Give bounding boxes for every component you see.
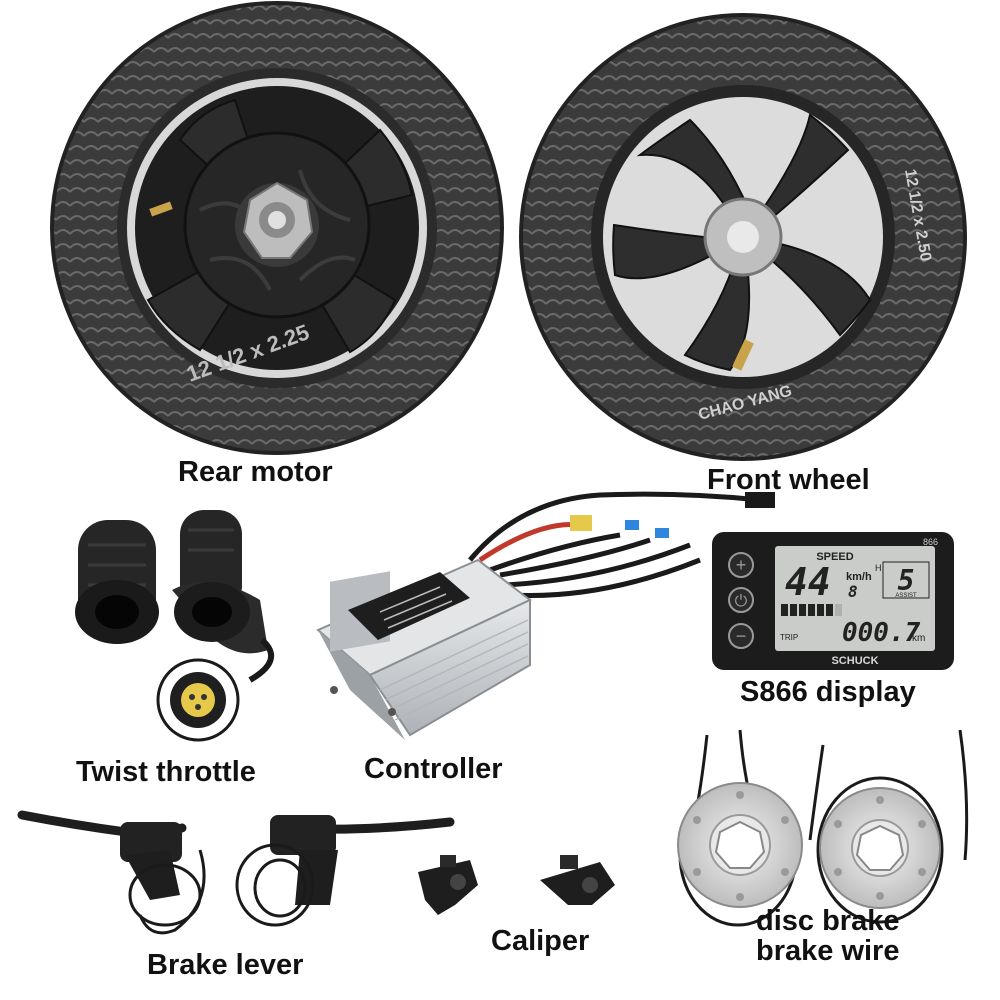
brake-lever-label: Brake lever: [147, 949, 304, 981]
battery-bar: [817, 604, 824, 616]
assist-label: ASSIST: [895, 593, 917, 599]
brake-wire-text: brake wire: [756, 934, 900, 967]
trip-unit: km: [912, 633, 925, 644]
display-brand: SCHUCK: [831, 655, 878, 667]
disc-brake-text: disc brake: [756, 905, 900, 937]
display-label: S866 display: [740, 676, 916, 708]
controller-label: Controller: [364, 753, 503, 785]
battery-bar: [799, 604, 806, 616]
brake-levers: [17, 810, 455, 935]
calipers: [418, 855, 615, 915]
battery-bar: [826, 604, 833, 616]
battery-indicator: [781, 604, 842, 616]
rear-motor-wheel: 12 1/2 x 2.25: [50, 1, 504, 455]
trip-label: TRIP: [780, 633, 798, 642]
s866-display: + ⏻ − 866 SPEED 44 km/h 8 H 5 ASSIST TRI…: [712, 532, 954, 670]
power-icon: ⏻: [735, 593, 748, 610]
trip-value: 000.7: [842, 618, 921, 648]
speed-unit: km/h: [846, 571, 872, 583]
minus-icon: −: [736, 626, 747, 646]
disc-brake-label: disc brake brake wire: [756, 905, 900, 967]
assist-level: 5: [898, 564, 915, 597]
plus-icon: +: [736, 555, 747, 575]
battery-bar: [790, 604, 797, 616]
display-buttons: + ⏻ −: [728, 552, 754, 649]
twist-throttle-label: Twist throttle: [76, 756, 256, 788]
disc-brakes: [677, 729, 969, 927]
speed-title: SPEED: [816, 551, 853, 563]
front-wheel-label: Front wheel: [707, 464, 870, 496]
h-mark: H: [875, 563, 882, 573]
battery-bar: [781, 604, 788, 616]
battery-bar: [835, 604, 842, 616]
caliper-label: Caliper: [491, 925, 590, 957]
display-model: 866: [923, 537, 938, 547]
front-wheel: CHAO YANG 12 1/2 x 2.50: [519, 13, 967, 461]
controller: [316, 491, 775, 740]
speed-value: 44: [785, 560, 831, 604]
sub-value: 8: [848, 582, 858, 601]
twist-throttle: [75, 510, 275, 742]
rear-motor-label: Rear motor: [178, 456, 333, 488]
battery-bar: [808, 604, 815, 616]
